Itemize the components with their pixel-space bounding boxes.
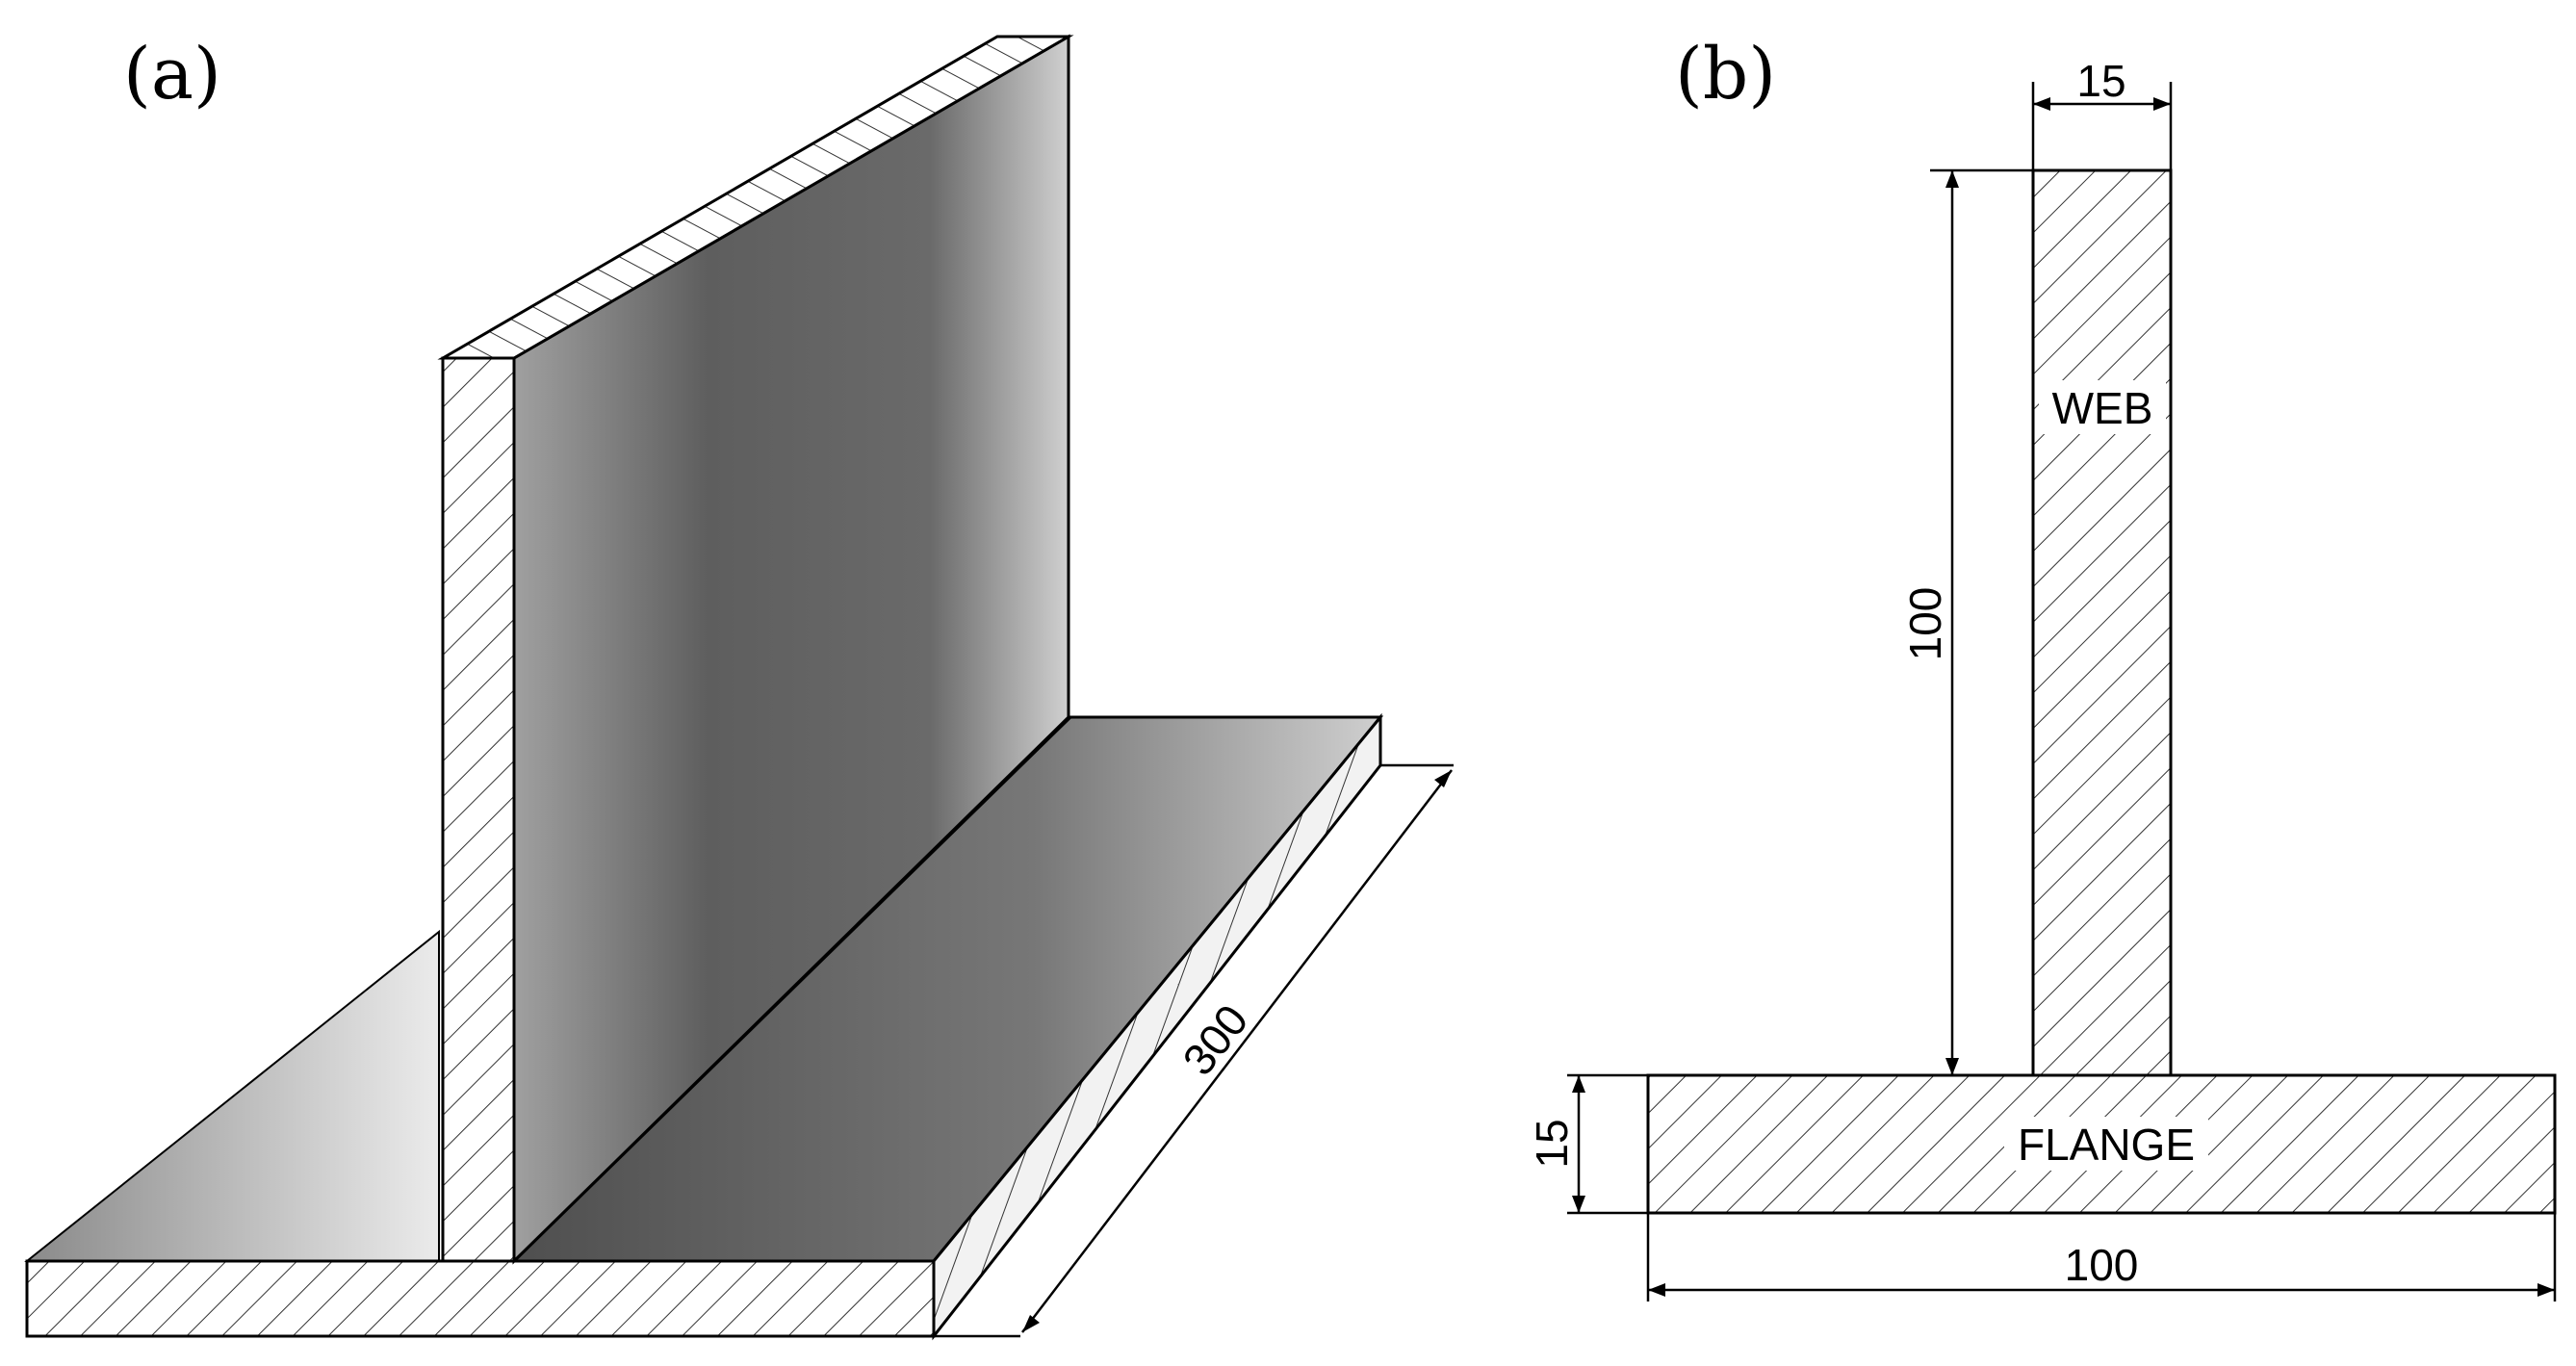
web-section	[2031, 168, 2173, 1077]
panel-b: (b) WEB FLANGE 15 100	[1527, 33, 2557, 1302]
panel-b-label: (b)	[1675, 33, 1776, 116]
web-thickness-label: 15	[2076, 56, 2125, 106]
flange-width-label: 100	[2065, 1240, 2139, 1290]
flange-label: FLANGE	[2018, 1120, 2195, 1170]
panel-a-label: (a)	[123, 33, 221, 116]
flange-thickness-dimension: 15	[1527, 1073, 1648, 1215]
web-front-section	[441, 356, 516, 1263]
flange-top-left-face	[24, 929, 440, 1262]
flange-thickness-label: 15	[1527, 1119, 1577, 1168]
panel-a: (a) 300	[24, 33, 1454, 1341]
web-height-dimension: 100	[1900, 168, 2033, 1075]
flange-front-section	[25, 1259, 936, 1338]
web-height-label: 100	[1900, 587, 1950, 661]
web-thickness-dimension: 15	[2031, 56, 2173, 170]
flange-width-dimension: 100	[1646, 1213, 2557, 1302]
web-label: WEB	[2052, 383, 2153, 433]
